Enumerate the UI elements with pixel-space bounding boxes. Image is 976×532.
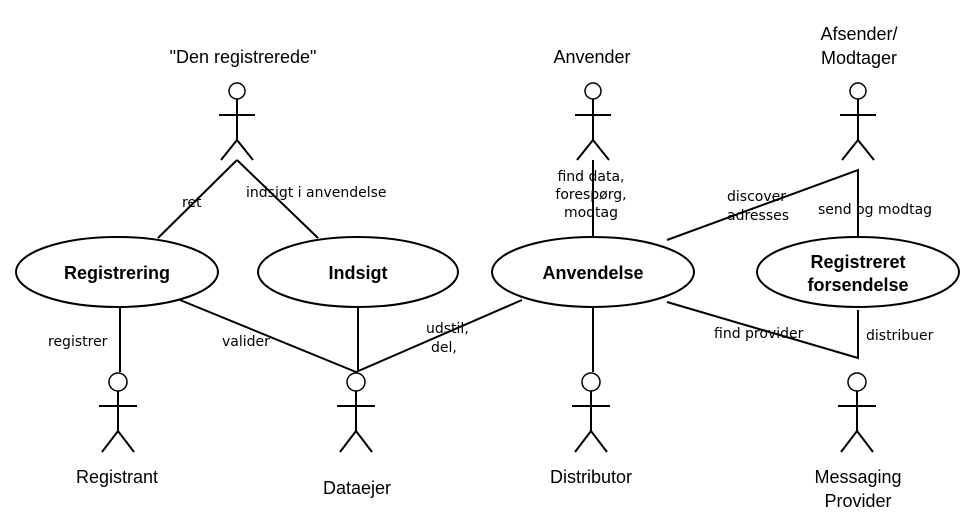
actor-den-registrerede: "Den registrerede" [170,47,317,161]
afsender-label-line1: Afsender/ [820,24,897,44]
edge-labels: ret indsigt i anvendelse find data, fore… [48,169,934,356]
edge-registrering-dataejer [179,299,357,373]
stick-figure-icon [838,372,876,453]
stick-figure-icon [572,372,610,453]
messaging-label-line2: Provider [824,491,891,511]
discover-label-line2: adresses [727,208,789,224]
find-data-label-line3: modtag [564,205,618,221]
distributor-label: Distributor [550,467,632,487]
discover-label-line1: discover [727,189,786,205]
anvender-label: Anvender [553,47,630,67]
find-provider-label: find provider [714,326,804,342]
actor-anvender: Anvender [553,47,631,161]
stick-figure-icon [840,82,876,161]
use-case-registreret-forsendelse: Registreret forsendelse [756,236,960,308]
indsigt-i-anvendelse-label: indsigt i anvendelse [246,185,387,201]
registreret-label-line2: forsendelse [807,275,908,295]
udstil-label-line2: del, [431,340,457,356]
distribuer-label: distribuer [866,328,934,344]
udstil-label-line1: udstil, [426,321,469,337]
indsigt-label: Indsigt [329,263,388,283]
stick-figure-icon [337,372,375,453]
use-case-indsigt: Indsigt [257,236,459,308]
connections [119,159,859,373]
anvendelse-label: Anvendelse [542,263,643,283]
messaging-label-line1: Messaging [814,467,901,487]
use-case-anvendelse: Anvendelse [491,236,695,308]
stick-figure-icon [99,372,137,453]
actor-distributor: Distributor [550,372,632,487]
registrant-label: Registrant [76,467,158,487]
stick-figure-icon [219,82,255,161]
registrering-label: Registrering [64,263,170,283]
edge-anvendelse-afsender [666,168,859,241]
ret-label: ret [182,195,202,211]
actor-messaging-provider: Messaging Provider [814,372,902,511]
registrer-label: registrer [48,334,108,350]
den-registrerede-label: "Den registrerede" [170,47,317,67]
find-data-label-line1: find data, [557,169,624,185]
actor-dataejer: Dataejer [323,372,391,498]
stick-figure-icon [575,82,611,161]
registreret-label-line1: Registreret [810,252,905,272]
edge-dataejer-anvendelse [355,299,523,373]
edge-anvendelse-messaging [666,301,859,360]
afsender-label-line2: Modtager [821,48,897,68]
find-data-label-line2: forespørg, [555,187,626,203]
actor-afsender-modtager: Afsender/ Modtager [820,24,898,161]
edge-registrerede-indsigt [236,159,319,239]
edge-registrerede-registrering [157,159,238,239]
valider-label: valider [222,334,270,350]
use-case-registrering: Registrering [15,236,219,308]
actor-registrant: Registrant [76,372,158,487]
send-og-modtag-label: send og modtag [818,202,932,218]
dataejer-label: Dataejer [323,478,391,498]
